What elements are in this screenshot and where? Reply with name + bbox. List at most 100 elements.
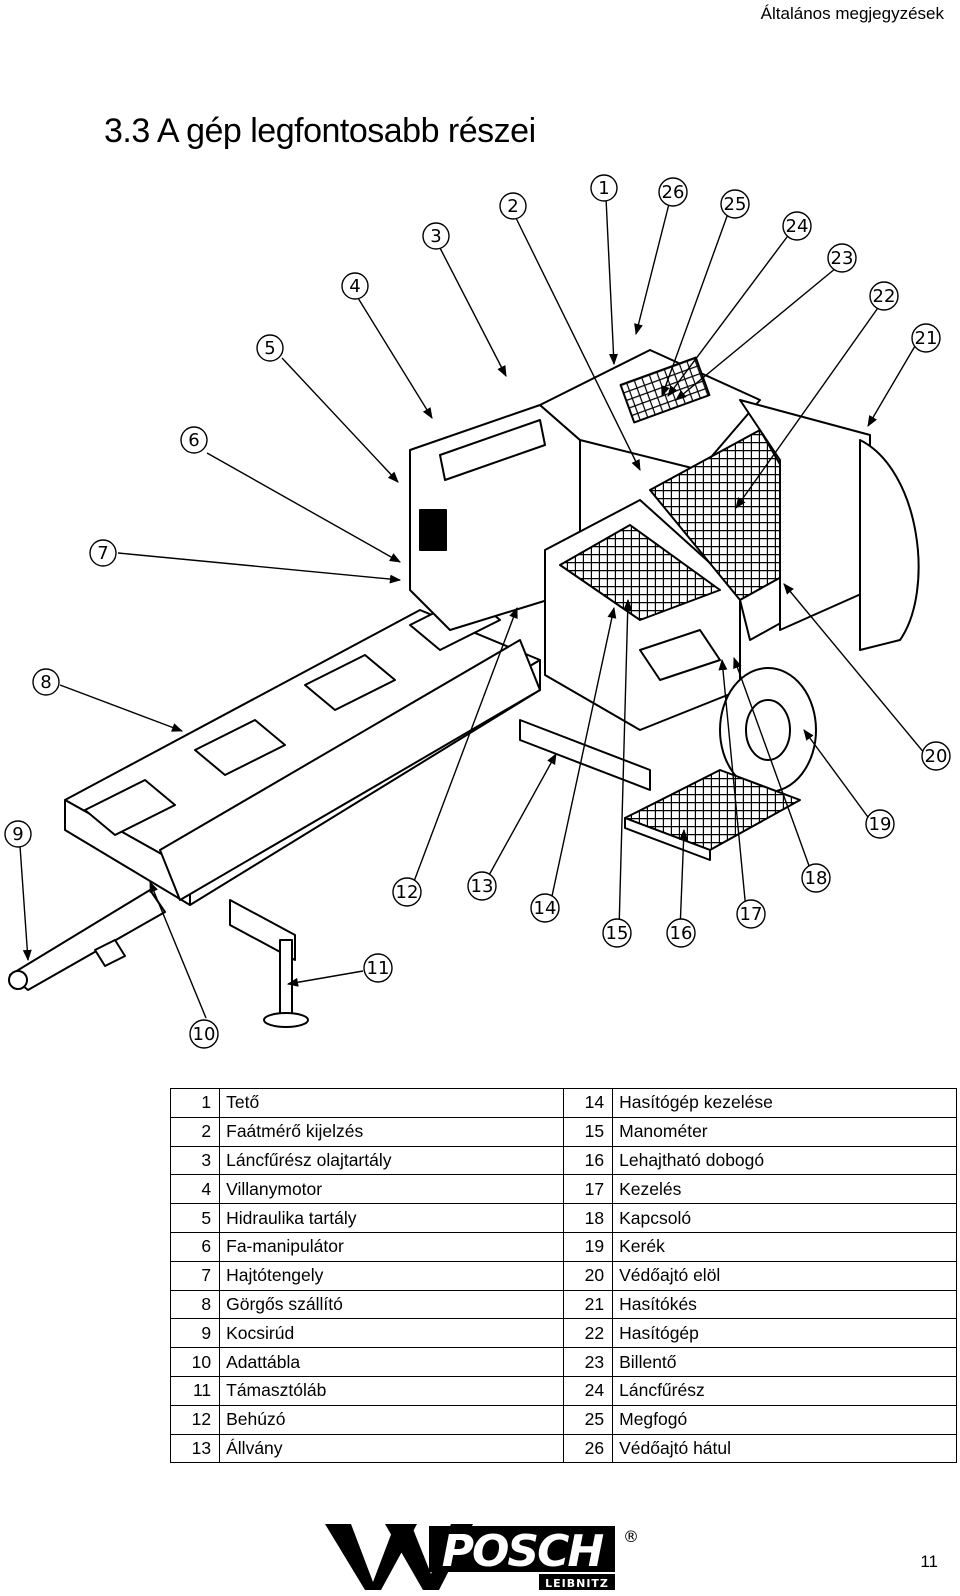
callout-label: 22 (873, 286, 896, 307)
callout-22 (869, 281, 899, 311)
part-number: 18 (562, 1203, 614, 1233)
part-name: Behúzó (219, 1404, 564, 1435)
callout-label: 14 (534, 898, 557, 919)
machine-drawing (8, 349, 920, 1028)
callout-label: 6 (188, 430, 199, 451)
callout-12 (392, 877, 422, 907)
callout-label: 9 (12, 824, 23, 845)
callout-17 (736, 899, 766, 929)
callout-label: 12 (396, 882, 419, 903)
callout-label: 19 (869, 814, 892, 835)
callout-label: 5 (264, 338, 275, 359)
callout-26 (658, 177, 688, 207)
part-name: Kezelés (612, 1174, 957, 1205)
callout-label: 8 (40, 672, 51, 693)
part-number: 11 (169, 1375, 221, 1406)
part-number: 21 (562, 1289, 614, 1320)
part-number: 10 (169, 1347, 221, 1377)
callout-label: 11 (367, 958, 390, 979)
part-name: Láncfűrész olajtartály (219, 1145, 564, 1176)
part-name: Hidraulika tartály (219, 1203, 564, 1233)
part-number: 12 (169, 1404, 221, 1435)
callout-3 (422, 222, 450, 250)
part-number: 19 (562, 1231, 614, 1262)
part-name: Faátmérő kijelzés (219, 1116, 564, 1147)
part-number: 17 (562, 1174, 614, 1205)
callout-10 (189, 1019, 219, 1049)
part-number: 1 (169, 1088, 221, 1118)
part-number: 13 (169, 1433, 221, 1464)
callout-18 (801, 863, 831, 893)
part-name: Állvány (219, 1433, 564, 1464)
callout-label: 25 (724, 194, 747, 215)
callout-1 (590, 174, 618, 202)
callout-label: 2 (507, 196, 518, 217)
callout-21 (911, 323, 941, 353)
part-name: Villanymotor (219, 1174, 564, 1205)
page-title: 3.3 A gép legfontosabb részei (104, 112, 536, 150)
part-number: 6 (169, 1231, 221, 1262)
part-number: 24 (562, 1375, 614, 1406)
callout-label: 7 (97, 543, 108, 564)
part-number: 14 (562, 1088, 614, 1118)
callout-4 (341, 272, 369, 300)
callout-9 (4, 820, 32, 848)
callout-label: 21 (915, 328, 938, 349)
callout-16 (666, 918, 696, 948)
callout-24 (782, 211, 812, 241)
logo-registered: ® (623, 1527, 639, 1546)
callout-label: 18 (805, 868, 828, 889)
callout-label: 1 (598, 178, 609, 199)
callout-numbers: 1 2 3 4 5 6 7 8 9 10 11 12 13 14 15 16 1… (4, 174, 951, 1049)
part-number: 4 (169, 1174, 221, 1205)
part-name: Kocsirúd (219, 1318, 564, 1349)
part-number: 22 (562, 1318, 614, 1349)
callout-15 (602, 918, 632, 948)
callout-19 (865, 809, 895, 839)
part-number: 7 (169, 1260, 221, 1291)
callout-20 (921, 741, 951, 771)
part-name: Kerék (612, 1231, 957, 1262)
part-number: 5 (169, 1203, 221, 1233)
callout-2 (499, 192, 527, 220)
part-name: Görgős szállító (219, 1289, 564, 1320)
part-number: 26 (562, 1433, 614, 1464)
part-number: 3 (169, 1145, 221, 1176)
part-number: 15 (562, 1116, 614, 1147)
callout-14 (530, 893, 560, 923)
callout-label: 10 (193, 1024, 216, 1045)
part-name: Lehajtható dobogó (612, 1145, 957, 1176)
callout-label: 3 (430, 226, 441, 247)
part-name: Billentő (612, 1347, 957, 1377)
callout-11 (363, 953, 393, 983)
part-name: Tető (219, 1088, 564, 1118)
posch-logo: POSCH LEIBNITZ ® (325, 1524, 639, 1590)
callout-label: 15 (606, 923, 629, 944)
part-number: 2 (169, 1116, 221, 1147)
part-name: Kapcsoló (612, 1203, 957, 1233)
callout-25 (720, 189, 750, 219)
callout-label: 24 (786, 216, 809, 237)
part-name: Hajtótengely (219, 1260, 564, 1291)
part-name: Láncfűrész (612, 1375, 957, 1406)
part-number: 23 (562, 1347, 614, 1377)
part-number: 9 (169, 1318, 221, 1349)
callout-13 (467, 871, 497, 901)
callout-23 (827, 243, 857, 273)
callout-leaders (19, 197, 931, 1019)
part-name: Manométer (612, 1116, 957, 1147)
callout-label: 23 (831, 248, 854, 269)
logo-brand: POSCH (442, 1526, 604, 1577)
callout-7 (89, 539, 117, 567)
